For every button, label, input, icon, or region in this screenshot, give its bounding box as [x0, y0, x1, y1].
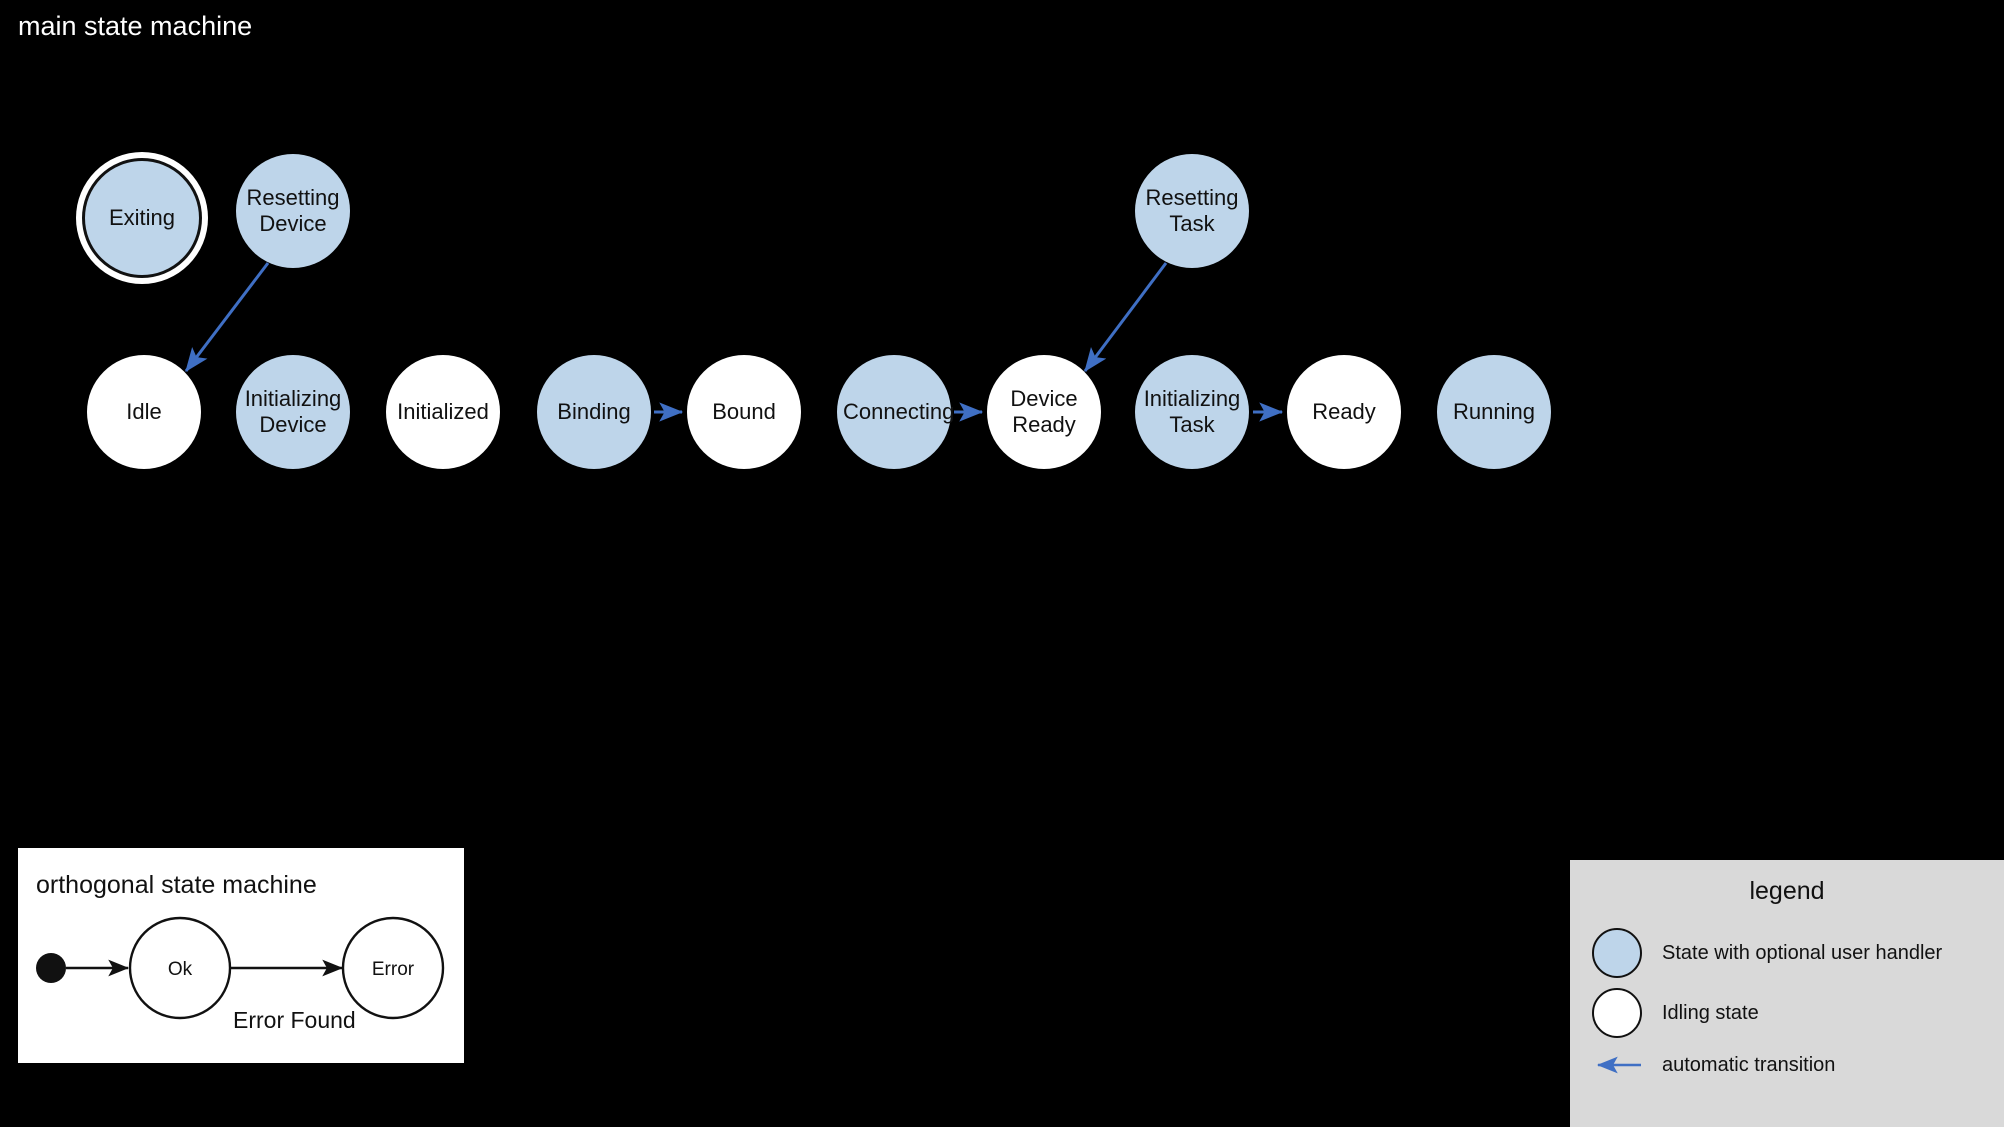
state-node-resetting-task[interactable]: Resetting Task: [1135, 154, 1249, 268]
initial-state-dot: [36, 953, 66, 983]
page-title: main state machine: [18, 11, 253, 41]
legend-item-automatic-transition: automatic transition: [1592, 1053, 1835, 1077]
state-node-bound-label: Bound: [712, 399, 776, 424]
state-node-device-ready-label: Device Ready: [1010, 386, 1078, 437]
orthogonal-diagram: Ok Error Found Error: [36, 916, 445, 1033]
left-arrow-icon: [1592, 1055, 1642, 1075]
ortho-state-ok-label: Ok: [168, 959, 193, 980]
edge-resetting-device-to-idle: [184, 262, 270, 372]
state-node-initializing-device[interactable]: Initializing Device: [236, 355, 350, 469]
state-node-initialized[interactable]: Initialized: [386, 355, 500, 469]
state-node-running-label: Running: [1453, 399, 1535, 424]
legend-item-idling-state-label: Idling state: [1662, 1002, 1759, 1024]
blue-circle-icon: [1592, 928, 1642, 978]
state-node-exiting[interactable]: Exiting: [82, 158, 202, 278]
state-node-resetting-device-label: Resetting Device: [246, 185, 340, 236]
state-node-bound[interactable]: Bound: [687, 355, 801, 469]
legend-item-automatic-transition-label: automatic transition: [1662, 1054, 1836, 1076]
state-node-binding[interactable]: Binding: [537, 355, 651, 469]
state-node-resetting-device[interactable]: Resetting Device: [236, 154, 350, 268]
state-node-ready-label: Ready: [1312, 399, 1376, 424]
state-node-idle-label: Idle: [126, 399, 162, 424]
state-node-binding-label: Binding: [557, 399, 631, 424]
state-node-initializing-task[interactable]: Initializing Task: [1135, 355, 1249, 469]
state-node-initializing-device-label: Initializing Device: [244, 386, 342, 437]
state-node-running[interactable]: Running: [1437, 355, 1551, 469]
legend-panel: legend State with optional user handler …: [1570, 860, 2004, 1127]
orthogonal-panel-title: orthogonal state machine: [36, 871, 317, 899]
state-node-initialized-label: Initialized: [397, 399, 489, 424]
state-node-connecting[interactable]: Connecting: [837, 355, 955, 469]
state-node-ready[interactable]: Ready: [1287, 355, 1401, 469]
state-node-device-ready[interactable]: Device Ready: [987, 355, 1101, 469]
legend-title: legend: [1749, 877, 1825, 905]
ortho-state-error[interactable]: [341, 916, 445, 1020]
edge-ok-to-error-label: Error Found: [233, 1007, 356, 1033]
legend-item-handler-state: State with optional user handler: [1592, 928, 1942, 978]
state-node-initializing-task-label: Initializing Task: [1143, 386, 1241, 437]
legend-item-idling-state: Idling state: [1592, 988, 1759, 1038]
state-node-idle[interactable]: Idle: [87, 355, 201, 469]
state-node-connecting-label: Connecting: [843, 399, 955, 424]
orthogonal-state-machine-panel: orthogonal state machine Ok Error Found …: [18, 848, 464, 1063]
white-circle-icon: [1592, 988, 1642, 1038]
ortho-state-error-label: Error: [372, 959, 415, 980]
state-node-exiting-label: Exiting: [108, 205, 176, 230]
state-node-resetting-task-label: Resetting Task: [1145, 185, 1239, 236]
legend-item-handler-state-label: State with optional user handler: [1662, 942, 1943, 964]
edge-resetting-task-to-device: [1083, 262, 1168, 372]
